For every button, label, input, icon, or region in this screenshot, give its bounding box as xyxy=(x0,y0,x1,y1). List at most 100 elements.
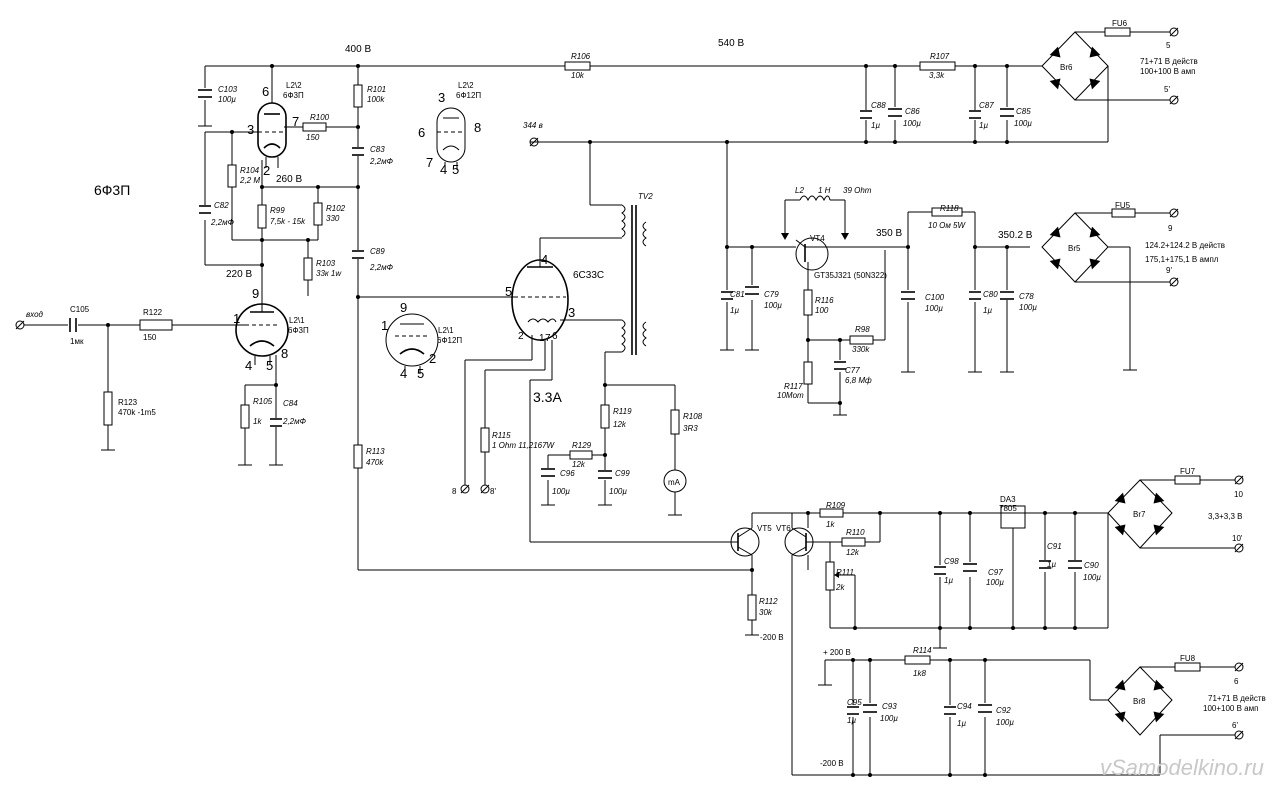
label-components-r110: R110 xyxy=(846,528,865,537)
label-components-r117v: 10Mom xyxy=(777,391,804,400)
label-components-c100v: 100µ xyxy=(925,304,943,313)
label-components-r102: R102 xyxy=(326,204,346,213)
label-components-ma: mA xyxy=(668,478,681,487)
label-terminals-t9: 9 xyxy=(1168,224,1173,233)
label-components-c83: C83 xyxy=(370,145,385,154)
tube-l2-1-6f12p xyxy=(385,313,439,374)
label-components-c105: C105 xyxy=(70,305,90,314)
label-components-r116v: 100 xyxy=(815,306,829,315)
label-pins-d4: 4 xyxy=(400,366,407,381)
label-pins-d9: 9 xyxy=(400,300,407,315)
terminal-8[interactable] xyxy=(460,484,470,494)
label-notes-br8b: 100+100 В амп xyxy=(1203,704,1258,713)
resistor-r105 xyxy=(240,404,250,429)
fuse-fu7 xyxy=(1174,475,1201,485)
junctions xyxy=(106,64,1077,777)
label-components-c90: C90 xyxy=(1084,561,1099,570)
label-components-c84v: 2,2мФ xyxy=(282,417,307,426)
label-pins-c1: 1 xyxy=(233,311,240,326)
label-notes-br6b: 100+100 В амп xyxy=(1140,67,1195,76)
label-minus200v-b: -200 В xyxy=(820,759,844,768)
terminal-5p[interactable] xyxy=(1169,95,1179,105)
terminal-10[interactable] xyxy=(1234,475,1244,485)
label-components-r107: R107 xyxy=(930,52,950,61)
label-pins-b3: 3 xyxy=(438,90,445,105)
resistor-r111 xyxy=(825,561,835,591)
label-components-c82v: 2,2мФ xyxy=(210,218,235,227)
label-pins-e7: 7 xyxy=(545,333,551,344)
label-notes-br5b: 175,1+175,1 В ампл xyxy=(1145,255,1219,264)
fuse-fu8 xyxy=(1174,662,1201,672)
label-terminals-t8p: 8' xyxy=(490,487,496,496)
label-components-vt6: VT6 xyxy=(776,524,791,533)
resistor-r118 xyxy=(931,207,963,217)
label-components-c86: C86 xyxy=(905,107,920,116)
resistors xyxy=(103,61,963,665)
label-components-c93v: 100µ xyxy=(880,714,898,723)
label-components-r117: R117 xyxy=(784,382,803,391)
label-components-r118: R118 xyxy=(940,204,959,213)
label-components-c88: C88 xyxy=(871,101,886,110)
label-350-2v: 350.2 В xyxy=(998,230,1033,241)
label-components-r100v: 150 xyxy=(306,133,320,142)
label-components-r109: R109 xyxy=(826,501,846,510)
label-components-r112v: 30k xyxy=(759,608,773,617)
label-400v: 400 В xyxy=(345,44,371,55)
resistor-r108 xyxy=(670,409,680,435)
label-pins-d2: 2 xyxy=(429,351,436,366)
tube-l2-1-6f3p xyxy=(235,303,289,365)
label-components-c90v: 100µ xyxy=(1083,573,1101,582)
terminal-8p[interactable] xyxy=(480,484,490,494)
label-components-r114: R114 xyxy=(913,646,932,655)
label-components-c92v: 100µ xyxy=(996,718,1014,727)
label-terminals-t10p: 10' xyxy=(1232,534,1243,543)
label-components-r111: R111 xyxy=(836,568,854,577)
choke-l2 xyxy=(781,195,849,240)
label-540v: 540 В xyxy=(718,38,744,49)
label-components-r104v: 2,2 M xyxy=(239,176,260,185)
label-components-c80v: 1µ xyxy=(983,306,992,315)
bridge-br6 xyxy=(1041,31,1109,101)
label-components-r122: R122 xyxy=(143,308,163,317)
label-components-br5: Br5 xyxy=(1068,244,1081,253)
label-components-r123: R123 xyxy=(118,398,138,407)
input-terminal[interactable] xyxy=(15,320,25,330)
terminal-9p[interactable] xyxy=(1169,277,1179,287)
terminal-9[interactable] xyxy=(1169,208,1179,218)
watermark: vSamodelkino.ru xyxy=(1100,755,1264,780)
label-3-3a: 3.3A xyxy=(533,389,562,405)
label-minus200v-a: -200 В xyxy=(760,633,784,642)
terminal-10p[interactable] xyxy=(1234,543,1244,553)
label-pins-e4: 4 xyxy=(541,252,548,267)
label-components-c79v: 100µ xyxy=(764,301,782,310)
label-components-r114v: 1k8 xyxy=(913,669,926,678)
label-components-r99: R99 xyxy=(270,206,285,215)
label-components-r113v: 470k xyxy=(366,458,384,467)
label-components-r129: R129 xyxy=(572,441,592,450)
terminal-6[interactable] xyxy=(1234,662,1244,672)
resistor-r113 xyxy=(353,444,363,469)
label-pins-d5: 5 xyxy=(417,366,424,381)
label-components-c78: C78 xyxy=(1019,292,1034,301)
label-components-l2a: 1 H xyxy=(818,186,831,195)
resistor-r129 xyxy=(569,450,593,460)
resistor-r117 xyxy=(803,361,813,385)
label-components-r102v: 330 xyxy=(326,214,340,223)
label-components-r112: R112 xyxy=(759,597,778,606)
label-components-r103v: 33к 1w xyxy=(316,269,342,278)
label-components-c103: C103 xyxy=(218,85,238,94)
label-components-da3v: 7805 xyxy=(999,504,1017,513)
terminal-6p[interactable] xyxy=(1234,730,1244,740)
label-components-tv2: TV2 xyxy=(638,192,653,201)
label-pins-e2: 2 xyxy=(518,331,524,342)
label-tubes-t1_type: 6Ф3П xyxy=(288,326,309,335)
label-components-c105v: 1мк xyxy=(70,337,84,346)
label-components-c85v: 100µ xyxy=(1014,119,1032,128)
terminals xyxy=(15,27,1244,740)
terminal-5[interactable] xyxy=(1169,27,1179,37)
label-components-r103: R103 xyxy=(316,259,336,268)
resistor-r104 xyxy=(227,164,237,188)
label-components-r119: R119 xyxy=(613,407,632,416)
label-components-vt4v: GT35J321 (50N322) xyxy=(814,271,887,280)
terminal-344[interactable] xyxy=(529,137,539,147)
